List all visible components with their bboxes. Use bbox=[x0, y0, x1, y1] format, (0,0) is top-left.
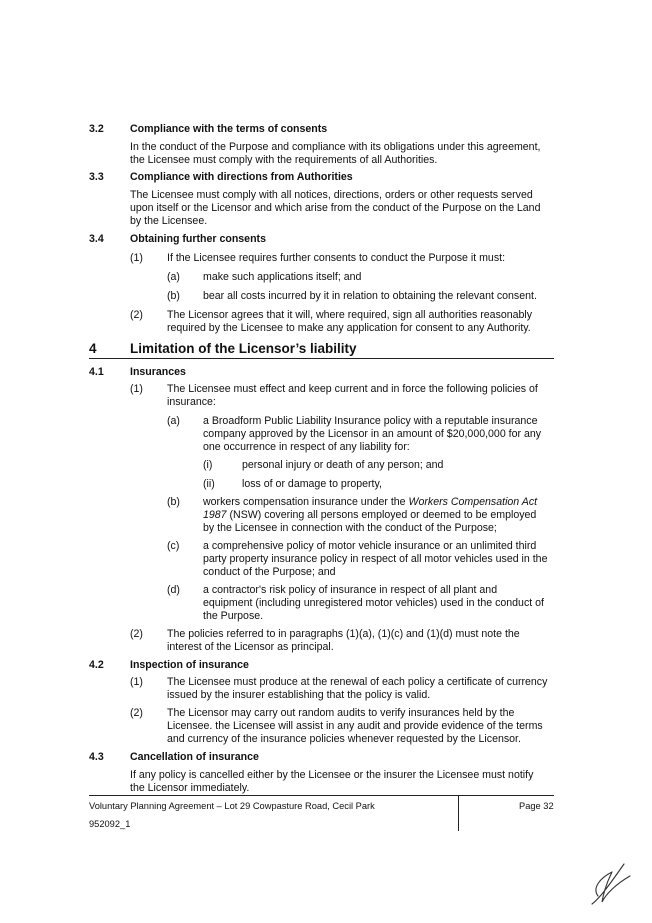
paragraph-letter: (a) bbox=[167, 271, 180, 283]
clause-text-line: issued by the insurer establishing that … bbox=[167, 689, 431, 701]
footer-page-number: Page 32 bbox=[519, 801, 554, 811]
section-3-4-number: 3.4 bbox=[89, 233, 104, 245]
clause-number: (2) bbox=[130, 309, 143, 321]
paragraph-text-line: a comprehensive policy of motor vehicle … bbox=[203, 540, 537, 552]
section-3-4-heading: Obtaining further consents bbox=[130, 233, 266, 245]
section-3-2-text-line: In the conduct of the Purpose and compli… bbox=[130, 141, 541, 153]
paragraph-text-line: the Purpose. bbox=[203, 610, 264, 622]
paragraph-text-line: workers compensation insurance under the… bbox=[203, 496, 537, 509]
handwritten-initials-signature bbox=[591, 863, 631, 905]
paragraph-letter: (d) bbox=[167, 584, 180, 596]
footer-document-id: 952092_1 bbox=[89, 819, 131, 829]
paragraph-text: bear all costs incurred by it in relatio… bbox=[203, 290, 537, 302]
paragraph-text-plain: workers compensation insurance under the bbox=[203, 496, 409, 508]
clause-text-line: The Licensee must produce at the renewal… bbox=[167, 676, 548, 688]
act-year-italic: 1987 bbox=[203, 509, 227, 521]
paragraph-text-line: equipment (including unregistered motor … bbox=[203, 597, 544, 609]
clause-text-line: The Licensor agrees that it will, where … bbox=[167, 309, 533, 321]
section-3-3-text-line: by the Licensee. bbox=[130, 215, 208, 227]
paragraph-text-line: one occurrence in respect of any liabili… bbox=[203, 441, 410, 453]
clause-text-line: The policies referred to in paragraphs (… bbox=[167, 628, 520, 640]
clause-text: If the Licensee requires further consent… bbox=[167, 252, 506, 264]
paragraph-text-plain: (NSW) covering all persons employed or d… bbox=[226, 509, 537, 521]
section-4-3-text-line: the Licensor immediately. bbox=[130, 782, 250, 794]
paragraph-letter: (b) bbox=[167, 496, 180, 508]
section-4-underline bbox=[89, 358, 554, 359]
subparagraph-numeral: (ii) bbox=[203, 478, 215, 490]
clause-text-line: The Licensee must effect and keep curren… bbox=[167, 383, 538, 395]
clause-text-line: and currency of the insurance policies w… bbox=[167, 733, 521, 745]
act-name-italic: Workers Compensation Act bbox=[408, 496, 538, 508]
section-3-3-number: 3.3 bbox=[89, 171, 104, 183]
paragraph-text-line: 1987 (NSW) covering all persons employed… bbox=[203, 509, 536, 522]
clause-number: (1) bbox=[130, 383, 143, 395]
section-3-2-text-line: the Licensee must comply with the requir… bbox=[130, 154, 438, 166]
paragraph-letter: (a) bbox=[167, 415, 180, 427]
section-3-2-number: 3.2 bbox=[89, 123, 104, 135]
paragraph-text-line: party property insurance policy in respe… bbox=[203, 553, 548, 565]
subparagraph-text: loss of or damage to property, bbox=[242, 478, 382, 490]
clause-text-line: insurance: bbox=[167, 396, 216, 408]
section-3-3-text-line: upon itself or the Licensor and which ar… bbox=[130, 202, 541, 214]
section-4-3-heading: Cancellation of insurance bbox=[130, 751, 259, 763]
footer-document-title: Voluntary Planning Agreement – Lot 29 Co… bbox=[89, 801, 375, 811]
section-4-number: 4 bbox=[89, 341, 97, 356]
section-4-1-heading: Insurances bbox=[130, 366, 186, 378]
section-4-3-number: 4.3 bbox=[89, 751, 104, 763]
section-4-2-number: 4.2 bbox=[89, 659, 104, 671]
clause-number: (2) bbox=[130, 707, 143, 719]
section-4-3-text-line: If any policy is cancelled either by the… bbox=[130, 769, 534, 781]
clause-number: (1) bbox=[130, 676, 143, 688]
section-3-3-heading: Compliance with directions from Authorit… bbox=[130, 171, 353, 183]
paragraph-text-line: a contractor's risk policy of insurance … bbox=[203, 584, 498, 596]
paragraph-letter: (b) bbox=[167, 290, 180, 302]
clause-text-line: Licensee. the Licensee will assist in an… bbox=[167, 720, 543, 732]
section-3-3-text-line: The Licensee must comply with all notice… bbox=[130, 189, 533, 201]
paragraph-letter: (c) bbox=[167, 540, 180, 552]
section-4-heading: Limitation of the Licensor’s liability bbox=[130, 341, 357, 356]
paragraph-text-line: by the Licensee in connection with the c… bbox=[203, 522, 497, 534]
subparagraph-text: personal injury or death of any person; … bbox=[242, 459, 444, 471]
footer-rule bbox=[89, 795, 554, 796]
clause-number: (1) bbox=[130, 252, 143, 264]
clause-text-line: required by the Licensee to make any app… bbox=[167, 322, 531, 334]
section-3-2-heading: Compliance with the terms of consents bbox=[130, 123, 328, 135]
clause-number: (2) bbox=[130, 628, 143, 640]
paragraph-text-line: conduct of the Purpose; and bbox=[203, 566, 336, 578]
clause-text-line: interest of the Licensor as principal. bbox=[167, 641, 334, 653]
paragraph-text: make such applications itself; and bbox=[203, 271, 362, 283]
footer-divider bbox=[458, 795, 459, 831]
subparagraph-numeral: (i) bbox=[203, 459, 213, 471]
paragraph-text-line: company approved by the Licensor in an a… bbox=[203, 428, 542, 440]
paragraph-text-line: a Broadform Public Liability Insurance p… bbox=[203, 415, 538, 427]
section-4-2-heading: Inspection of insurance bbox=[130, 659, 249, 671]
clause-text-line: The Licensor may carry out random audits… bbox=[167, 707, 515, 719]
section-4-1-number: 4.1 bbox=[89, 366, 104, 378]
